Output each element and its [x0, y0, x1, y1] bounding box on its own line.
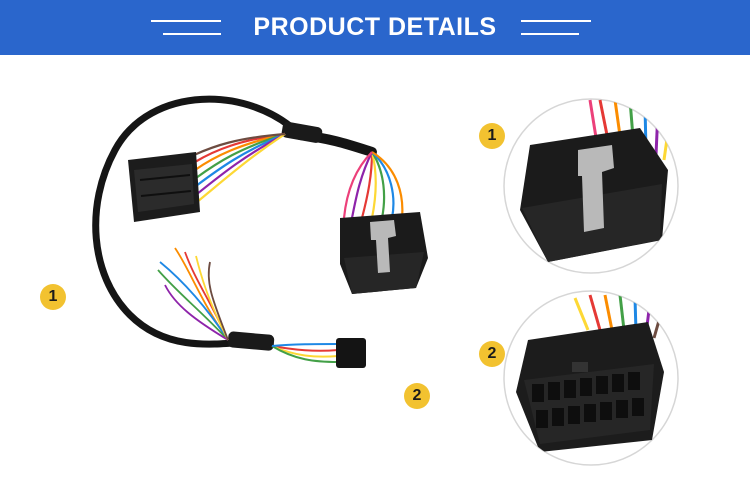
banner-left-line-top	[151, 20, 221, 22]
wires-to-male-connector	[342, 151, 404, 219]
banner-right-line-bottom	[521, 33, 579, 35]
banner-right-line-top	[521, 20, 591, 22]
badge-detail-1: 1	[479, 123, 505, 149]
detail-image-top	[503, 98, 679, 274]
banner-left-line-bottom	[163, 33, 221, 35]
header-banner: PRODUCT DETAILS	[0, 0, 750, 55]
badge-main-1: 1	[40, 284, 66, 310]
detail-image-bottom	[503, 290, 679, 466]
wires-to-left-connector	[193, 132, 286, 203]
loose-wires	[157, 247, 229, 341]
wires-to-small-connector	[271, 343, 339, 363]
badge-detail-2: 2	[479, 341, 505, 367]
small-connector	[336, 338, 366, 368]
male-obd-connector	[340, 212, 428, 294]
main-cable	[92, 95, 304, 348]
main-harness-image	[92, 95, 428, 368]
left-female-connector	[128, 152, 200, 222]
banner-title: PRODUCT DETAILS	[253, 13, 497, 41]
badge-main-2: 2	[404, 383, 430, 409]
